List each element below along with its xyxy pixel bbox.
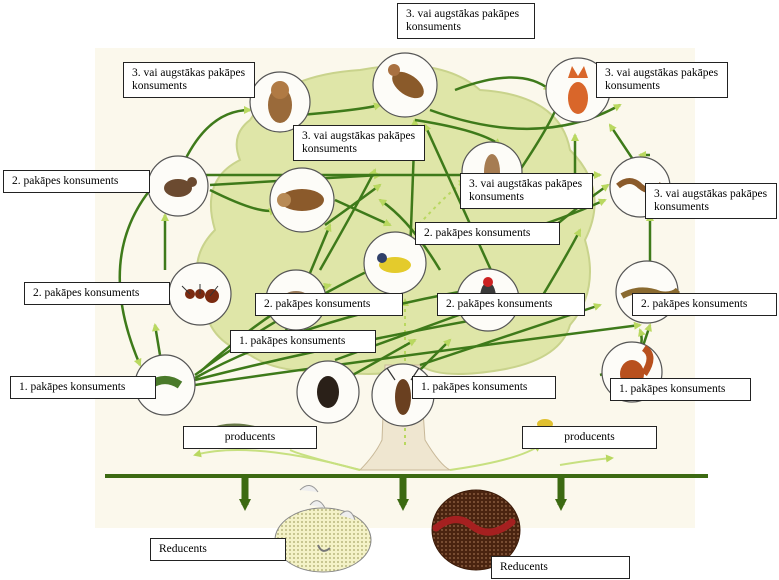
label-shrew: 2. pakāpes konsuments <box>3 170 150 193</box>
label-beetle: 1. pakāpes konsuments <box>412 376 556 399</box>
label-tit: 2. pakāpes konsuments <box>415 222 560 245</box>
label-weasel: 3. vai augstākas pakāpes konsuments <box>460 173 593 209</box>
label-top-consumer: 3. vai augstākas pakāpes konsuments <box>397 3 535 39</box>
label-producer-right: producents <box>522 426 657 449</box>
label-reducer-left: Reducents <box>150 538 286 561</box>
label-lizard: 2. pakāpes konsuments <box>632 293 777 316</box>
label-producer-left: producents <box>183 426 317 449</box>
fungus-icon <box>274 485 372 573</box>
earthworm-icon <box>431 489 521 571</box>
label-reducer-right: Reducents <box>491 556 630 579</box>
label-bird-center: 2. pakāpes konsuments <box>255 293 403 316</box>
label-owl: 3. vai augstākas pakāpes konsuments <box>123 62 255 98</box>
label-ant: 2. pakāpes konsuments <box>24 282 170 305</box>
label-fox: 3. vai augstākas pakāpes konsuments <box>596 62 728 98</box>
label-squirrel: 1. pakāpes konsuments <box>610 378 751 401</box>
label-center-primary: 1. pakāpes konsuments <box>230 330 376 353</box>
label-caterpillar: 1. pakāpes konsuments <box>10 376 156 399</box>
label-marten: 3. vai augstākas pakāpes konsuments <box>293 125 425 161</box>
label-snake: 3. vai augstākas pakāpes konsuments <box>645 183 777 219</box>
label-woodpecker: 2. pakāpes konsuments <box>437 293 585 316</box>
